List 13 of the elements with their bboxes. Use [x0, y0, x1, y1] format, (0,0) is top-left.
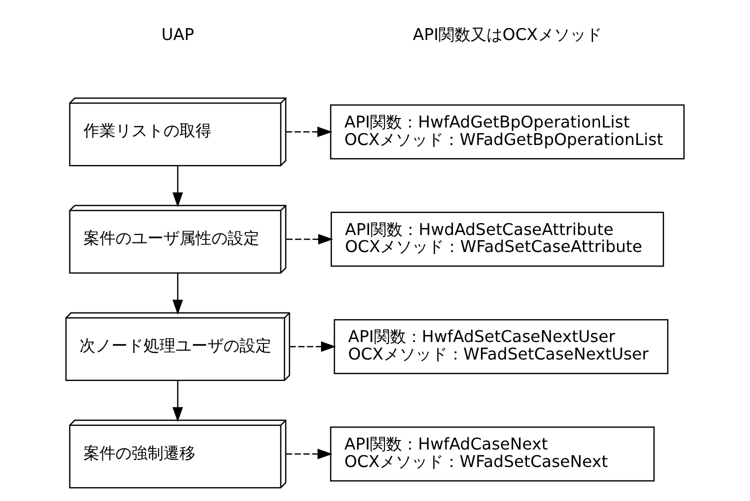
arrow: [286, 448, 333, 460]
arrow: [286, 234, 334, 245]
label: UAP: [161, 25, 194, 44]
arrow: [290, 341, 336, 352]
node-box: API関数：HwfAdGetBpOperationList OCXメソッド：WFadGetBpOperationList: [330, 104, 685, 160]
node-box: API関数：HwdAdSetCaseAttribute OCXメソッド：WFadSetCaseAttribute: [330, 212, 664, 267]
arrow: [172, 380, 183, 422]
arrow: [286, 126, 332, 138]
node-box: API関数：HwfAdSetCaseNextUser OCXメソッド：WFadSetCaseNextUser: [334, 319, 668, 374]
arrow: [172, 166, 183, 208]
label: API関数又はOCXメソッド: [412, 25, 602, 44]
node-box: API関数：HwfAdCaseNext OCXメソッド：WFadSetCaseNext: [330, 426, 655, 482]
arrow: [172, 273, 183, 315]
